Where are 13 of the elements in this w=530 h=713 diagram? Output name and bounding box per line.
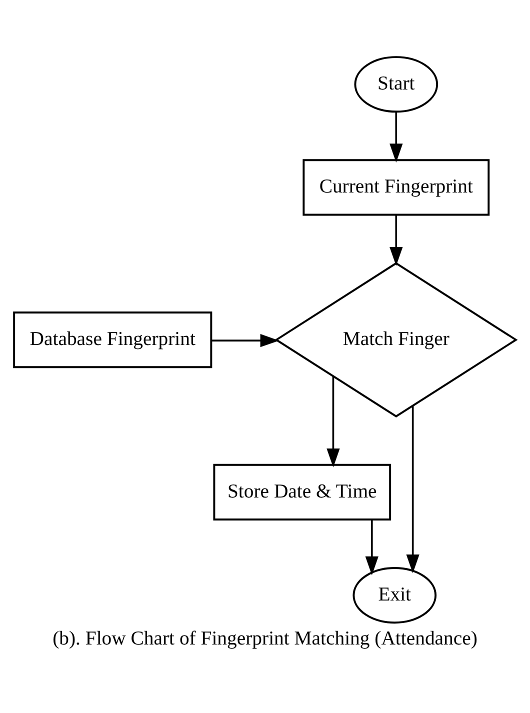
node-ellipse: Exit — [352, 567, 437, 624]
arrow — [326, 376, 340, 468]
node-ellipse: Start — [354, 56, 438, 113]
node-box: Database Fingerprint — [13, 312, 212, 368]
arrow — [406, 406, 420, 574]
node-box: Current Fingerprint — [302, 159, 490, 216]
arrow — [390, 112, 403, 162]
node-diamond: Match Finger — [274, 262, 518, 418]
arrow — [390, 215, 403, 266]
arrow — [211, 334, 280, 348]
arrow — [365, 520, 378, 576]
caption: (b). Flow Chart of Fingerprint Matching (Attendance) — [52, 627, 478, 650]
node-box: Store Date & Time — [213, 464, 392, 520]
